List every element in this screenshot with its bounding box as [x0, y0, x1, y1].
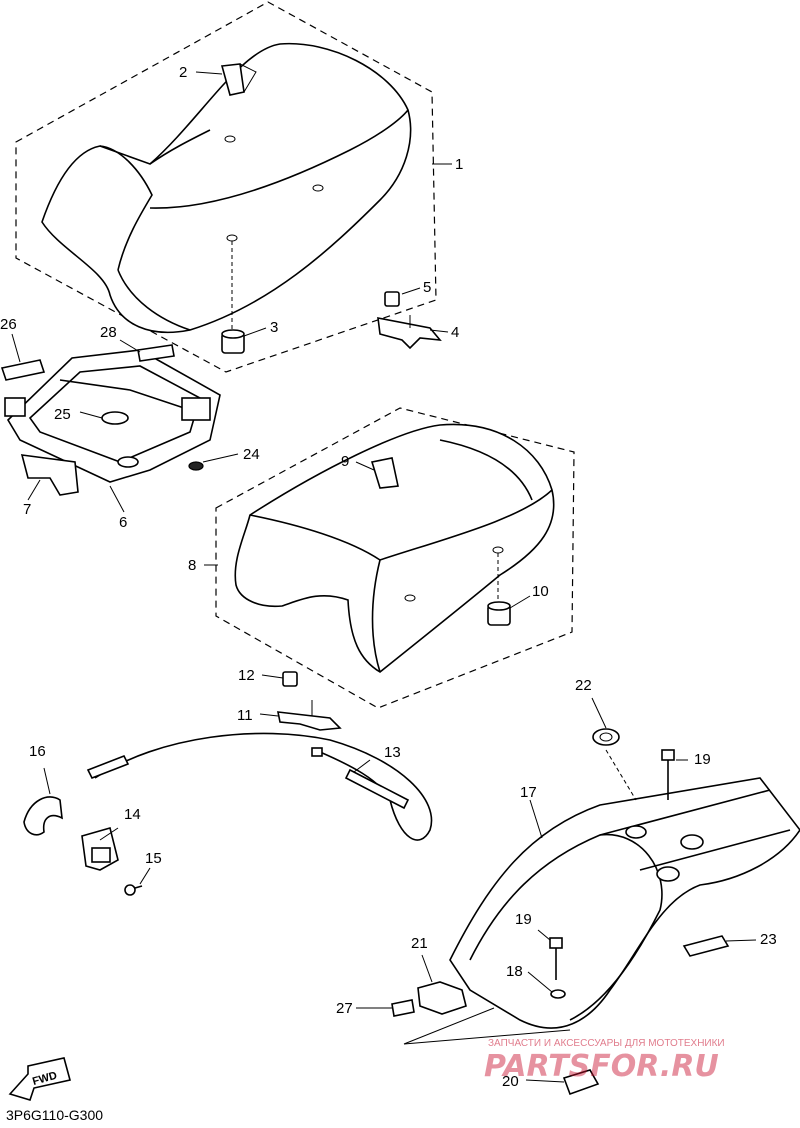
seat-base-frame: [0, 333, 239, 513]
diagram-code: 3P6G110-G300: [6, 1107, 103, 1123]
callout-3: 3: [270, 319, 278, 336]
callout-7: 7: [23, 501, 31, 518]
seat-lock-cable: [23, 732, 433, 896]
callout-14: 14: [124, 806, 141, 823]
watermark-tagline: ЗАПЧАСТИ И АКСЕССУАРЫ ДЛЯ МОТОТЕХНИКИ: [488, 1038, 725, 1049]
seat-lock-bracket-4: [377, 287, 449, 350]
callout-8: 8: [188, 557, 196, 574]
callout-17: 17: [520, 784, 537, 801]
callout-26: 26: [0, 316, 17, 333]
callout-19-lower: 19: [515, 911, 532, 928]
callout-24: 24: [243, 446, 260, 463]
callout-22: 22: [575, 677, 592, 694]
front-seat-assembly: [15, 1, 452, 373]
callout-18: 18: [506, 963, 523, 980]
callout-5: 5: [423, 279, 431, 296]
callout-15: 15: [145, 850, 162, 867]
callout-2: 2: [179, 64, 187, 81]
callout-25: 25: [54, 406, 71, 423]
rear-carrier-assembly: [356, 697, 800, 1096]
callout-1: 1: [455, 156, 463, 173]
callout-21: 21: [411, 935, 428, 952]
fwd-arrow-icon: FWD: [8, 1057, 71, 1101]
callout-labels: 1 2 3 4 5 6 7 8 9 10 11 12 13 14 15 16 1…: [0, 64, 777, 1090]
callout-10: 10: [532, 583, 549, 600]
watermark: ЗАПЧАСТИ И АКСЕССУАРЫ ДЛЯ МОТОТЕХНИКИ PA…: [484, 1038, 725, 1084]
watermark-brand: PARTSFOR.RU: [484, 1049, 719, 1084]
callout-11: 11: [237, 707, 253, 724]
callout-20: 20: [502, 1073, 519, 1090]
callout-28: 28: [100, 324, 117, 341]
callout-12: 12: [238, 667, 255, 684]
rear-seat-assembly: [204, 407, 575, 709]
callout-9: 9: [341, 453, 349, 470]
callout-16: 16: [29, 743, 46, 760]
seat-lock-bracket-11: [259, 671, 342, 731]
callout-19-top: 19: [694, 751, 711, 768]
callout-13: 13: [384, 744, 401, 761]
callout-4: 4: [451, 324, 459, 341]
callout-23: 23: [760, 931, 777, 948]
callout-6: 6: [119, 514, 127, 531]
callout-27: 27: [336, 1000, 353, 1017]
